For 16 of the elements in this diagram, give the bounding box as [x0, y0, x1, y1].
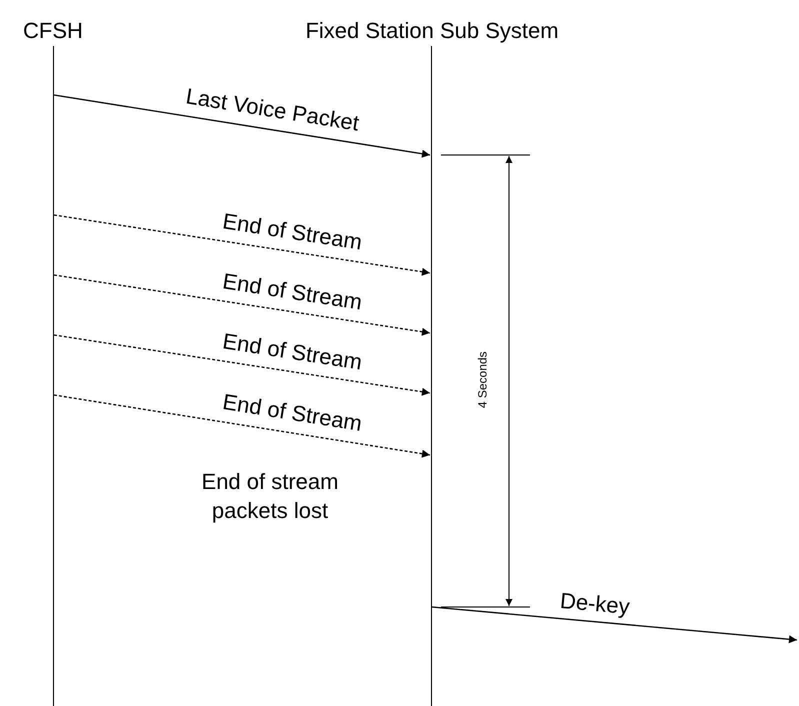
message-label: De-key — [558, 589, 630, 618]
lifeline-label: CFSH — [23, 18, 83, 44]
message-label: End of Stream — [220, 391, 364, 435]
note-text: End of stream packets lost — [200, 468, 340, 525]
message-arrow — [54, 214, 430, 276]
message-arrow — [54, 394, 430, 458]
lifeline-label: Fixed Station Sub System — [305, 18, 559, 44]
message-arrow — [432, 606, 798, 644]
message-label: Last Voice Packet — [184, 85, 360, 135]
message-arrow — [54, 274, 430, 336]
message-label: End of Stream — [220, 210, 364, 254]
message-label: End of Stream — [220, 270, 364, 314]
message-arrow — [54, 94, 430, 158]
message-arrow — [54, 334, 430, 396]
message-label: End of Stream — [220, 330, 364, 374]
dimension-label: 4 Seconds — [475, 352, 490, 408]
